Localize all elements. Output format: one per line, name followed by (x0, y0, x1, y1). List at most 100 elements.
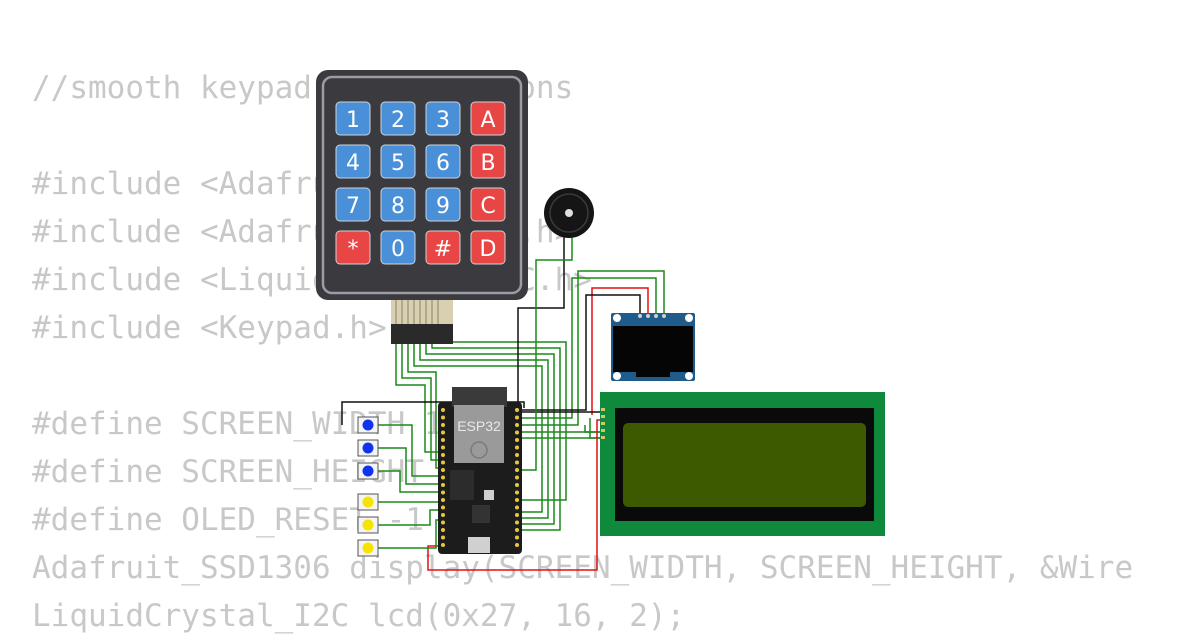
keypad-key-label: 8 (391, 194, 405, 219)
esp32-pin (515, 490, 519, 495)
esp32-pin (441, 475, 445, 480)
esp32-pin (441, 520, 445, 525)
push-button-cap[interactable] (362, 542, 374, 554)
push-button-cap[interactable] (362, 419, 374, 431)
push-button-cap[interactable] (362, 442, 374, 454)
keypad-key-1[interactable]: 1 (335, 101, 371, 136)
esp32-pin (441, 438, 445, 442)
keypad-key-5[interactable]: 5 (380, 144, 416, 179)
keypad-key-label: 9 (436, 194, 450, 219)
display-wires (427, 270, 665, 571)
keypad-key-label: 7 (346, 194, 360, 219)
keypad-key-label: 2 (391, 108, 405, 133)
keypad-key-#[interactable]: # (425, 230, 461, 265)
esp32-pin (441, 490, 445, 495)
esp32-pin (515, 453, 519, 457)
esp32-pin (441, 415, 445, 420)
button-wires (341, 401, 525, 549)
code-line: #include <Keypad.h> (32, 310, 387, 346)
esp32-pin (515, 505, 519, 510)
keypad-key-*[interactable]: * (335, 230, 371, 265)
esp32-pin (515, 438, 519, 442)
esp32-pin (515, 415, 519, 420)
code-line: Adafruit_SSD1306 display(SCREEN_WIDTH, S… (32, 550, 1134, 586)
esp32-pin (515, 528, 519, 532)
push-button-cap[interactable] (362, 519, 374, 531)
esp32-pin (515, 423, 519, 427)
keypad-key-A[interactable]: A (470, 101, 506, 136)
push-buttons (357, 416, 379, 557)
keypad-key-label: 0 (391, 237, 405, 262)
keypad-key-3[interactable]: 3 (425, 101, 461, 136)
esp32-pin (515, 520, 519, 525)
keypad: 1 2 3 A 4 5 6 B 7 8 9 C * 0 # D (316, 70, 528, 344)
esp32-pin (441, 498, 445, 502)
keypad-key-label: C (480, 194, 495, 219)
push-button[interactable] (357, 439, 379, 457)
push-button-cap[interactable] (362, 496, 374, 508)
buzzer-wires (517, 236, 573, 471)
push-button[interactable] (357, 539, 379, 557)
espressif-logo-icon (470, 441, 488, 459)
esp32-pin (515, 498, 519, 502)
push-button[interactable] (357, 493, 379, 511)
keypad-key-label: D (480, 237, 497, 262)
keypad-key-label: 4 (346, 151, 360, 176)
push-button[interactable] (357, 416, 379, 434)
keypad-key-4[interactable]: 4 (335, 144, 371, 179)
esp32-pin (441, 483, 445, 487)
esp32-pin (441, 423, 445, 427)
esp32-pin (515, 460, 519, 465)
code-line: #define OLED_RESET -1 (32, 502, 424, 538)
esp32-pin (441, 528, 445, 532)
keypad-key-label: # (434, 237, 452, 262)
esp32-pin (515, 513, 519, 517)
keypad-key-label: A (480, 108, 495, 133)
push-button[interactable] (357, 516, 379, 534)
keypad-header (391, 324, 453, 344)
keypad-key-7[interactable]: 7 (335, 187, 371, 222)
esp32-pin (441, 535, 445, 540)
keypad-key-label: 6 (436, 151, 450, 176)
esp32-pin (441, 543, 445, 547)
keypad-key-6[interactable]: 6 (425, 144, 461, 179)
keypad-key-C[interactable]: C (470, 187, 506, 222)
esp32-pin (515, 468, 519, 472)
esp32-pin (515, 543, 519, 547)
keypad-key-label: B (480, 151, 495, 176)
esp32-pin (441, 445, 445, 450)
keypad-key-9[interactable]: 9 (425, 187, 461, 222)
push-button[interactable] (357, 462, 379, 480)
keypad-ribbon (391, 300, 453, 326)
keypad-key-2[interactable]: 2 (380, 101, 416, 136)
esp32-pin (441, 430, 445, 435)
esp32-pin (515, 535, 519, 540)
keypad-key-8[interactable]: 8 (380, 187, 416, 222)
code-line: #define SCREEN_HEIGHT 64 (32, 454, 480, 490)
push-button-cap[interactable] (362, 465, 374, 477)
keypad-key-0[interactable]: 0 (380, 230, 416, 265)
esp32-pin (515, 430, 519, 435)
esp32-pin (441, 513, 445, 517)
keypad-key-D[interactable]: D (470, 230, 506, 265)
esp32-board: ESP32 (438, 387, 522, 554)
usb-port (468, 537, 490, 553)
keypad-key-label: 1 (346, 108, 360, 133)
buzzer (544, 188, 594, 238)
esp32-pin (515, 408, 519, 412)
keypad-ribbon-lines (395, 300, 439, 326)
esp32-pin (515, 475, 519, 480)
esp32-pin (515, 483, 519, 487)
code-line: LiquidCrystal_I2C lcd(0x27, 16, 2); (32, 598, 686, 634)
keypad-key-B[interactable]: B (470, 144, 506, 179)
esp32-pin (441, 453, 445, 457)
lcd-display (600, 392, 885, 536)
esp32-pin (441, 460, 445, 465)
esp32-label: ESP32 (457, 418, 501, 434)
keypad-key-label: * (348, 237, 359, 262)
keypad-key-label: 5 (391, 151, 405, 176)
esp32-pin (441, 408, 445, 412)
keypad-key-label: 3 (436, 108, 450, 133)
keypad-wires (395, 340, 567, 531)
